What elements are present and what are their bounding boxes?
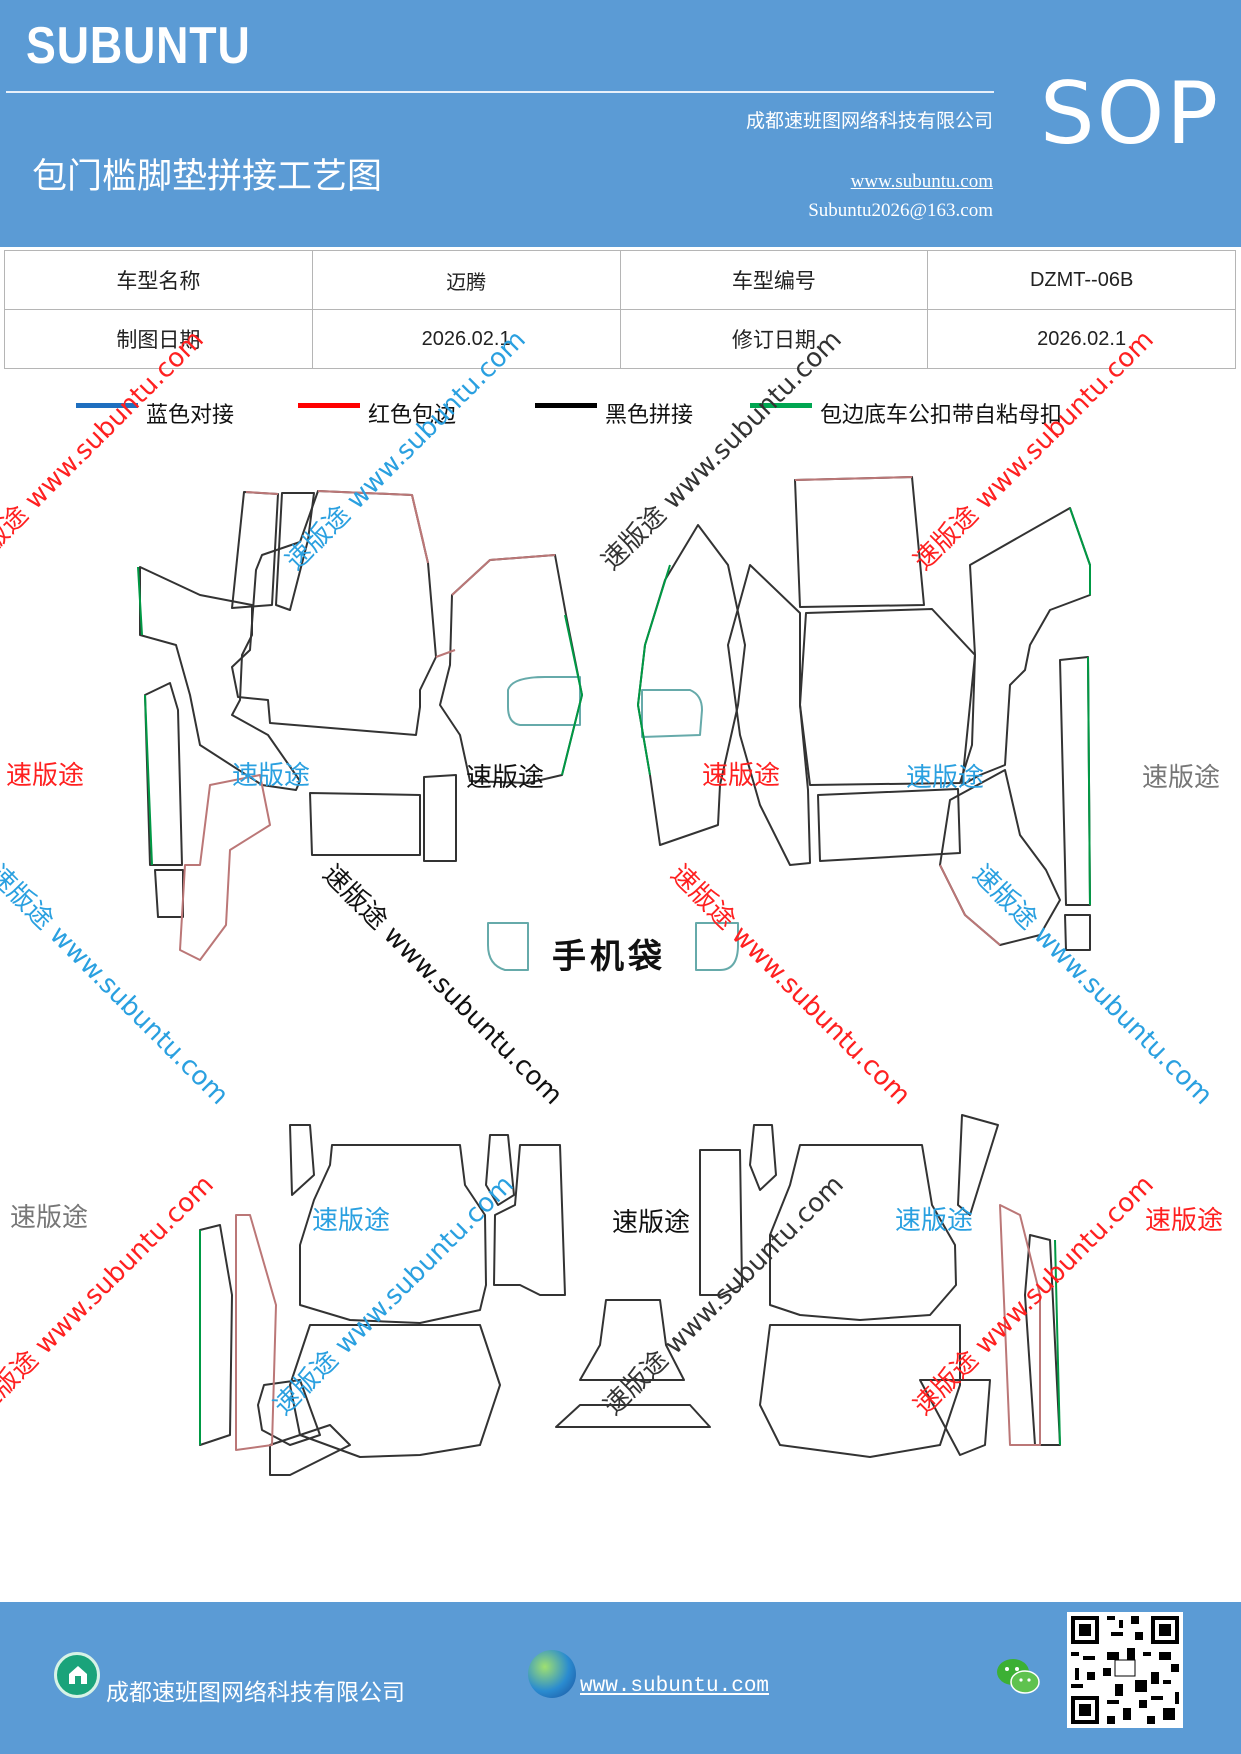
watermark-text: 速版途	[1145, 1206, 1224, 1236]
legend-swatch-green	[750, 402, 812, 408]
legend-label: 黑色拼接	[605, 403, 694, 428]
mat-piece	[769, 1144, 957, 1321]
model-name-label: 车型名称	[4, 250, 313, 310]
mat-piece	[1064, 914, 1091, 951]
mat-piece	[289, 1124, 315, 1196]
mat-piece	[961, 507, 1091, 786]
table-row: 车型名称 迈腾 车型编号 DZMT--06B	[4, 250, 1236, 310]
watermark-text: 速版途	[6, 761, 85, 791]
mat-piece	[269, 1424, 351, 1476]
mat-piece	[555, 1404, 711, 1428]
model-code-label: 车型编号	[619, 250, 929, 310]
mat-piece	[699, 1149, 743, 1296]
legend-item-blue: 蓝色对接	[76, 397, 234, 429]
green-edge	[1054, 1239, 1061, 1446]
mat-outline-svg	[137, 476, 1091, 1476]
mat-piece	[231, 490, 437, 736]
wechat-icon[interactable]	[995, 1656, 1041, 1702]
footer-banner: 成都速班图网络科技有限公司 www.subuntu.com	[0, 1602, 1241, 1754]
mat-piece	[439, 554, 583, 784]
mat-piece	[727, 564, 811, 866]
watermark-text: 速版途	[612, 1208, 691, 1238]
mat-piece	[507, 676, 581, 726]
phone-pocket-label: 手机袋	[552, 937, 666, 977]
legend-label: 蓝色对接	[146, 403, 235, 428]
revision-date-value: 2026.02.1	[927, 309, 1236, 369]
watermark-text: 速版途	[10, 1203, 89, 1233]
header-email[interactable]: Subuntu2026@163.com	[808, 200, 993, 221]
mat-piece	[275, 492, 315, 611]
header-divider	[6, 91, 994, 93]
mat-piece	[299, 1144, 487, 1324]
legend-swatch-blue	[76, 402, 138, 408]
home-icon	[54, 1652, 100, 1698]
header-url-link[interactable]: www.subuntu.com	[850, 171, 993, 192]
mat-piece	[749, 1124, 777, 1191]
mat-piece	[144, 682, 183, 866]
sop-badge: SOP	[1040, 64, 1221, 164]
mat-piece	[637, 524, 746, 846]
green-edge	[137, 566, 583, 866]
phone-pocket-right	[695, 922, 739, 971]
legend-item-red: 红色包边	[298, 397, 456, 429]
page-title: 包门槛脚垫拼接工艺图	[32, 157, 383, 197]
watermark-text: 速版途	[312, 1206, 391, 1236]
mat-piece	[309, 792, 421, 856]
mat-piece	[423, 774, 457, 862]
mat-piece	[641, 689, 703, 738]
watermark-text: 速版途	[702, 761, 781, 791]
green-edge	[637, 507, 1091, 906]
floor-mat-drawing: 手机袋 速版途 速版途 速版途 速版途 速版途 速版途 速版途 速版途 速版途 …	[0, 325, 1241, 1595]
legend-item-black: 黑色拼接	[535, 397, 693, 429]
mat-piece	[794, 476, 925, 608]
footer-url-link[interactable]: www.subuntu.com	[580, 1675, 770, 1698]
mat-piece	[154, 869, 184, 918]
drawing-date-label: 制图日期	[4, 309, 313, 369]
legend-swatch-red	[298, 402, 360, 408]
mat-piece	[493, 1144, 566, 1296]
mat-piece	[289, 1324, 501, 1458]
legend-label: 红色包边	[368, 403, 457, 428]
red-edge	[317, 490, 556, 596]
mat-piece	[999, 1204, 1041, 1446]
header-banner: SUBUNTU 成都速班图网络科技有限公司 包门槛脚垫拼接工艺图 www.sub…	[0, 0, 1241, 247]
model-name-value: 迈腾	[311, 250, 621, 310]
mat-piece	[1059, 656, 1091, 906]
phone-pocket-left	[487, 922, 529, 971]
watermark-text: 速版途	[232, 761, 311, 791]
watermark-text: 速版途	[906, 763, 985, 793]
mat-piece	[817, 788, 961, 862]
legend-label: 包边底车公扣带自粘母扣	[820, 403, 1063, 428]
red-edge	[794, 476, 1001, 946]
footer-company: 成都速班图网络科技有限公司	[106, 1680, 405, 1706]
mat-piece	[919, 1379, 991, 1456]
watermark-text: 速版途	[466, 763, 545, 793]
mat-piece	[139, 566, 301, 791]
vehicle-info-table: 车型名称 迈腾 车型编号 DZMT--06B 制图日期 2026.02.1 修订…	[4, 250, 1236, 369]
qr-code[interactable]	[1067, 1612, 1183, 1728]
mat-piece	[1024, 1234, 1061, 1446]
mat-piece	[199, 1224, 233, 1446]
table-row: 制图日期 2026.02.1 修订日期 2026.02.1	[4, 309, 1236, 369]
watermark-text: 速版途	[895, 1206, 974, 1236]
legend-item-green: 包边底车公扣带自粘母扣	[750, 397, 1062, 429]
mat-piece	[257, 1379, 321, 1446]
mat-piece	[957, 1114, 999, 1216]
header-company: 成都速班图网络科技有限公司	[745, 110, 993, 132]
legend-swatch-black	[535, 402, 597, 408]
mat-piece	[179, 774, 271, 961]
brand-logo: SUBUNTU	[26, 17, 251, 75]
globe-icon	[528, 1650, 576, 1698]
line-legend: 蓝色对接 红色包边 黑色拼接 包边底车公扣带自粘母扣	[0, 397, 1241, 437]
watermark-text: 速版途	[1142, 763, 1221, 793]
mat-piece	[579, 1299, 685, 1381]
drawing-date-value: 2026.02.1	[311, 309, 621, 369]
revision-date-label: 修订日期	[619, 309, 929, 369]
mat-piece	[485, 1134, 515, 1206]
model-code-value: DZMT--06B	[927, 250, 1236, 310]
mat-piece	[759, 1324, 961, 1458]
mat-piece	[235, 1214, 277, 1451]
